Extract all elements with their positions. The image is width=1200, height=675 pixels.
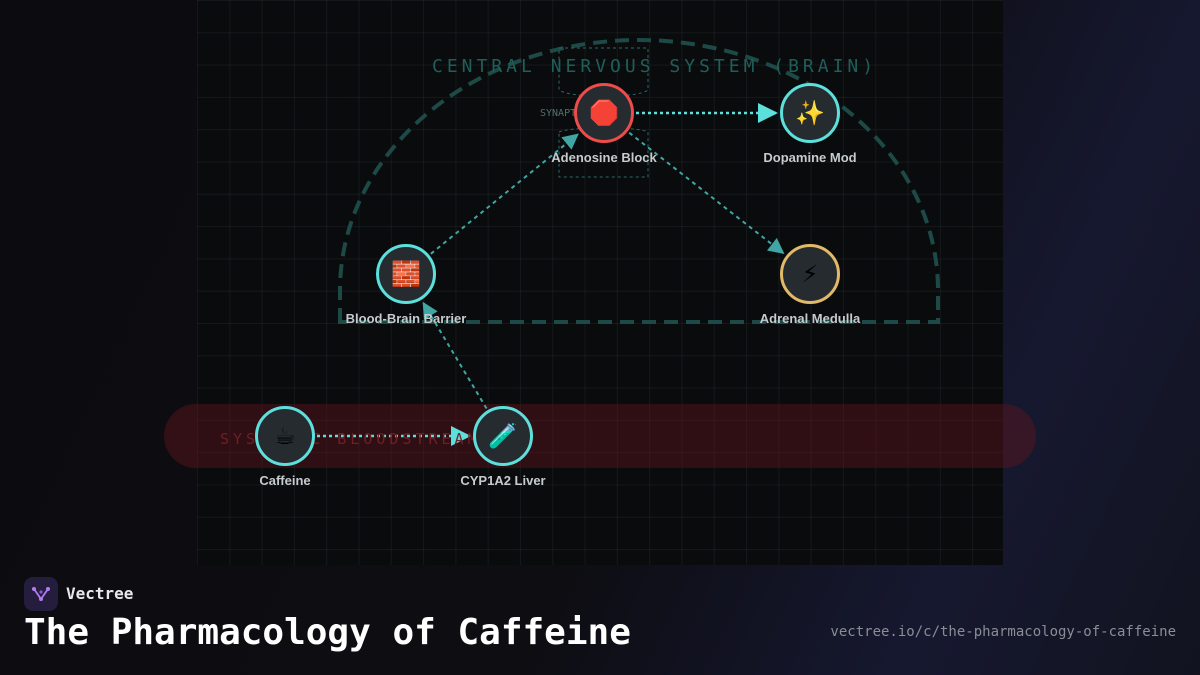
stop-sign-icon: 🛑 (589, 99, 619, 127)
node-dopamine[interactable]: ✨ (780, 83, 840, 143)
node-caffeine[interactable]: ☕ (255, 406, 315, 466)
node-label-bbb: Blood-Brain Barrier (345, 311, 467, 326)
cns-zone-boundary (338, 38, 940, 324)
node-label-adenosine: Adenosine Block (551, 150, 657, 165)
brick-wall-icon: 🧱 (391, 260, 421, 288)
node-liver[interactable]: 🧪 (473, 406, 533, 466)
edge-adenosine-to-adrenal (628, 131, 785, 255)
node-bbb[interactable]: 🧱 (376, 244, 436, 304)
vectree-logo-icon (24, 577, 58, 611)
node-label-adrenal: Adrenal Medulla (759, 311, 861, 326)
lightning-icon: ⚡ (801, 260, 819, 288)
sparkles-icon: ✨ (795, 99, 825, 127)
node-adrenal[interactable]: ⚡ (780, 244, 840, 304)
coffee-icon: ☕ (274, 422, 296, 450)
synapse-label: SYNAPTIC (540, 108, 589, 119)
node-adenosine[interactable]: 🛑 (574, 83, 634, 143)
cns-zone-label: CENTRAL NERVOUS SYSTEM (BRAIN) (432, 56, 878, 77)
page-title: The Pharmacology of Caffeine (24, 612, 631, 653)
node-label-dopamine: Dopamine Mod (763, 150, 857, 165)
node-label-caffeine: Caffeine (259, 473, 311, 488)
page-url[interactable]: vectree.io/c/the-pharmacology-of-caffein… (830, 624, 1176, 640)
test-tube-icon: 🧪 (488, 422, 518, 450)
node-label-liver: CYP1A2 Liver (460, 473, 546, 488)
brand-name: Vectree (66, 584, 134, 603)
